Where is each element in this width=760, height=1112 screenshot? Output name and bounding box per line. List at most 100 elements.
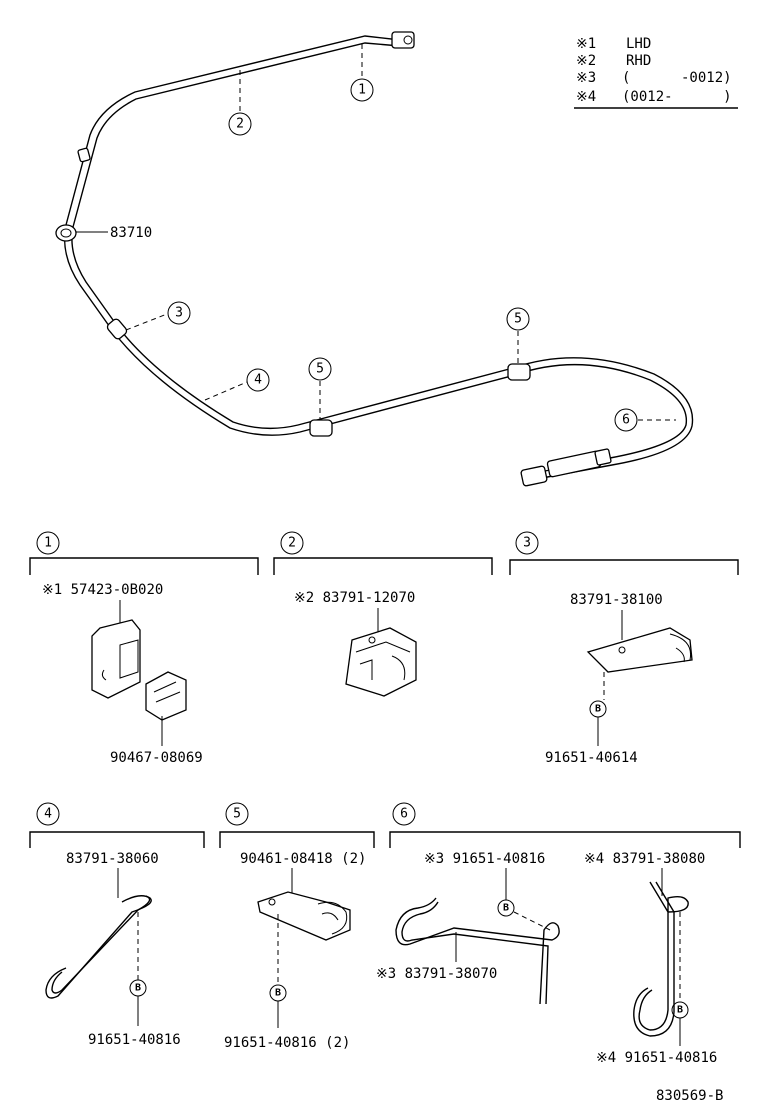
section-4-badge-text: B [135, 983, 141, 994]
legend-mark-3: ※3 [576, 70, 596, 86]
section-1-bracket [29, 557, 259, 575]
callout-1-num: 1 [358, 83, 366, 98]
legend-mark-2: ※2 [576, 53, 596, 69]
section-1-clip-detail [153, 681, 181, 703]
clamp-3 [106, 318, 128, 340]
section-4-bracket [29, 831, 205, 848]
section-6-right-part-bottom: ※4 91651-40816 [596, 1050, 717, 1066]
top-connector-cap [403, 35, 413, 45]
section-6-num: 6 [400, 807, 408, 822]
cable-end-fitting [520, 465, 548, 487]
callout-2 [228, 112, 252, 136]
section-3-callout [515, 531, 539, 555]
clamp-5a [309, 419, 333, 437]
callout-2-num: 2 [236, 117, 244, 132]
callout-3 [167, 301, 191, 325]
section-6-left-leader-dash [513, 911, 551, 931]
section-4-num: 4 [44, 807, 52, 822]
section-3-part-bottom: 91651-40614 [545, 750, 638, 766]
section-2-clamp-detail [355, 641, 411, 681]
section-2-part-top: ※2 83791-12070 [294, 590, 415, 606]
section-6: 6 ※3 91651-40816 B ※3 83791-38070 ※4 837… [376, 802, 741, 1066]
section-6-right-badge-text: B [677, 1005, 683, 1016]
legend-text-2: RHD [626, 53, 651, 69]
callout-5a [308, 357, 332, 381]
section-6-left-wire [395, 897, 560, 1005]
section-2-num: 2 [288, 536, 296, 551]
top-connector [391, 31, 415, 49]
legend-text-3: ( -0012) [622, 70, 732, 86]
callout-4-num: 4 [254, 373, 262, 388]
section-3: 3 83791-38100 B 91651-40614 [509, 531, 739, 766]
section-4-part-bottom: 91651-40816 [88, 1032, 181, 1048]
section-5-bracket [219, 831, 375, 848]
section-2-clamp [345, 627, 417, 697]
clamp-5b [507, 363, 531, 381]
legend-mark-1: ※1 [576, 36, 596, 52]
cable-overview: 83710 1 2 3 4 5 5 6 [55, 31, 694, 487]
section-6-left-part-bottom: ※3 83791-38070 [376, 966, 497, 982]
section-5-part-bottom: 91651-40816 (2) [224, 1035, 350, 1051]
section-4-part-top: 83791-38060 [66, 851, 159, 867]
leader-c3 [125, 313, 168, 331]
leader-c4 [204, 381, 248, 401]
cable-end-sleeve [546, 450, 602, 478]
section-6-left-wire-inner [401, 901, 549, 1005]
section-1-clip [145, 671, 187, 721]
section-1: 1 ※1 57423-0B020 90467-08069 [29, 531, 259, 766]
section-1-part-top: ※1 57423-0B020 [42, 582, 163, 598]
section-2-bracket [273, 557, 493, 575]
cable-end-nut [594, 448, 612, 466]
section-6-right-wire [638, 881, 689, 1031]
section-6-callout [392, 802, 416, 826]
section-1-num: 1 [44, 536, 52, 551]
section-6-bracket [389, 831, 741, 848]
section-2-callout [280, 531, 304, 555]
section-1-bracket-hook [101, 669, 107, 681]
section-3-part-top: 83791-38100 [570, 592, 663, 608]
joint-upper [77, 147, 91, 163]
section-3-bracket [509, 559, 739, 575]
drawing-code: 830569-B [656, 1088, 723, 1104]
legend: ※1 LHD ※2 RHD ※3 ( -0012) ※4 (0012- ) [574, 36, 738, 109]
section-2-clamp-hole [368, 636, 376, 644]
section-5-num: 5 [233, 807, 241, 822]
section-4-wire-inner [51, 895, 151, 994]
section-5: 5 90461-08418 (2) B 91651-40816 (2) [219, 802, 375, 1051]
section-5-part-top: 90461-08418 (2) [240, 851, 366, 867]
section-3-bracket-hole [618, 646, 626, 654]
section-4: 4 83791-38060 B 91651-40816 [29, 802, 205, 1048]
section-5-clamp [257, 891, 351, 941]
callout-4 [246, 368, 270, 392]
callout-5b [506, 307, 530, 331]
section-4-wire [45, 895, 152, 999]
section-6-left-badge-text: B [503, 903, 509, 914]
section-5-badge-text: B [275, 988, 281, 999]
grommet-83710 [55, 224, 77, 242]
legend-text-1: LHD [626, 36, 651, 52]
section-3-num: 3 [523, 536, 531, 551]
legend-mark-4: ※4 [576, 89, 596, 105]
callout-5a-num: 5 [316, 362, 324, 377]
section-4-callout [36, 802, 60, 826]
callout-3-num: 3 [175, 306, 183, 321]
section-6-left-part-top: ※3 91651-40816 [424, 851, 545, 867]
section-5-clamp-detail [317, 901, 348, 935]
grommet-83710-inner [60, 228, 72, 238]
section-2: 2 ※2 83791-12070 [273, 531, 493, 697]
section-1-bracket-part [91, 619, 141, 699]
section-3-bracket-curl [669, 633, 692, 663]
section-1-part-bottom: 90467-08069 [110, 750, 203, 766]
section-3-bracket-part [586, 627, 693, 673]
label-83710: 83710 [110, 225, 152, 241]
section-1-bracket-window [119, 639, 139, 679]
callout-6 [614, 408, 638, 432]
section-3-badge-text: B [595, 704, 601, 715]
callout-5b-num: 5 [514, 312, 522, 327]
section-1-callout [36, 531, 60, 555]
section-6-right-wire-inner [633, 881, 675, 1037]
section-5-clamp-hole [268, 898, 276, 906]
section-6-left-badge [497, 899, 515, 917]
callout-6-num: 6 [622, 413, 630, 428]
